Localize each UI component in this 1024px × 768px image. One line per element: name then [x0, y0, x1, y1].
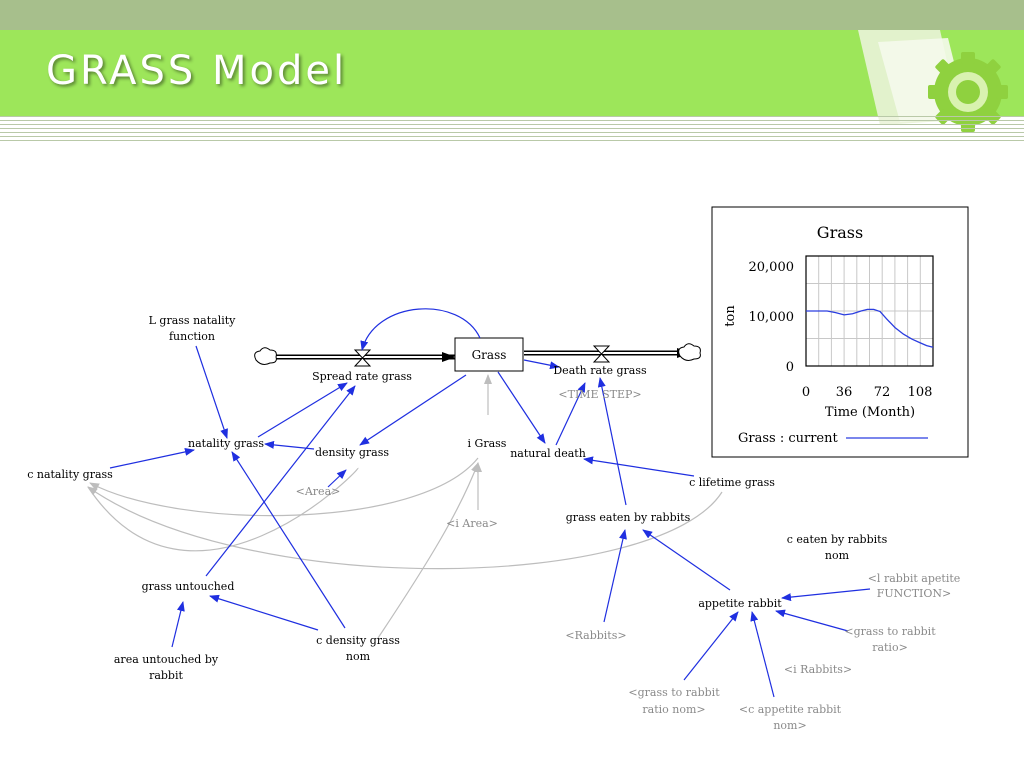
i-rabbits-shadow-label: <i Rabbits> [784, 663, 852, 676]
divider-stripes [0, 116, 1024, 156]
x-tick-labels: 0 36 72 108 [802, 385, 933, 400]
grass-eaten-label: grass eaten by rabbits [566, 511, 691, 524]
grass-stock[interactable] [454, 337, 524, 372]
grass-to-rabbit-ratio-label-2: ratio> [872, 641, 908, 654]
grass-to-rabbit-ratio-nom-label-2: ratio nom> [642, 703, 705, 716]
l-rabbit-apetite-label-1: <l rabbit apetite [868, 572, 961, 585]
source-cloud-icon [254, 347, 277, 365]
i-area-shadow-label: <i Area> [446, 517, 498, 530]
y-tick-label: 20,000 [749, 260, 795, 275]
area-shadow-label: <Area> [296, 485, 341, 498]
c-lifetime-grass-label: c lifetime grass [689, 476, 775, 489]
c-eaten-label-2: nom [825, 549, 850, 562]
time-step-shadow-label: <TIME STEP> [558, 388, 641, 401]
inflow-label: Spread rate grass [312, 370, 412, 383]
c-eaten-label-1: c eaten by rabbits [787, 533, 888, 546]
y-axis-label: ton [723, 305, 738, 327]
legend-label: Grass : current [738, 431, 838, 446]
top-bar [0, 0, 1024, 30]
grass-chart: Grass 20,000 10,000 0 ton 0 36 72 108 Ti… [711, 206, 969, 458]
area-untouched-label-2: rabbit [149, 669, 183, 682]
x-tick-label: 0 [802, 385, 810, 400]
x-axis-label: Time (Month) [825, 405, 915, 420]
sink-cloud-icon [678, 343, 701, 361]
grass-to-rabbit-ratio-label-1: <grass to rabbit [844, 625, 936, 638]
grass-stock-label: Grass [472, 348, 507, 362]
natural-death-label: natural death [510, 447, 586, 460]
grass-to-rabbit-ratio-nom-label-1: <grass to rabbit [628, 686, 720, 699]
density-grass-label: density grass [315, 446, 389, 459]
l-grass-natality-label-1: L grass natality [149, 314, 237, 327]
outflow-valve-icon [592, 345, 611, 363]
y-tick-label: 0 [786, 360, 794, 375]
appetite-rabbit-label: appetite rabbit [698, 597, 782, 610]
chart-title: Grass [817, 223, 863, 242]
rabbits-shadow-label: <Rabbits> [565, 629, 626, 642]
l-rabbit-apetite-label-2: FUNCTION> [877, 587, 952, 600]
l-grass-natality-label-2: function [169, 330, 215, 343]
series-line-grass [806, 308, 934, 348]
c-appetite-rabbit-nom-label-2: nom> [773, 719, 806, 732]
outflow-label: Death rate grass [553, 364, 647, 377]
causal-links [109, 308, 871, 698]
natality-grass-label: natality grass [188, 437, 264, 450]
c-density-grass-nom-label-1: c density grass [316, 634, 400, 647]
x-tick-label: 36 [836, 385, 853, 400]
y-tick-label: 10,000 [749, 310, 795, 325]
x-tick-label: 108 [908, 385, 933, 400]
y-tick-labels: 20,000 10,000 0 [749, 260, 795, 375]
c-density-grass-nom-label-2: nom [346, 650, 371, 663]
gear-icon [858, 30, 1008, 132]
c-natality-grass-label: c natality grass [27, 468, 113, 481]
x-tick-label: 72 [874, 385, 891, 400]
i-grass-label: i Grass [468, 437, 507, 450]
chart-frame [711, 206, 969, 458]
c-appetite-rabbit-nom-label-1: <c appetite rabbit [739, 703, 842, 716]
shadow-links [87, 374, 723, 639]
title-banner [0, 30, 1024, 116]
area-untouched-label-1: area untouched by [114, 653, 219, 666]
chart-series-group [806, 308, 934, 348]
slide-title: GRASS Model [46, 48, 348, 94]
grass-untouched-label: grass untouched [142, 580, 235, 593]
